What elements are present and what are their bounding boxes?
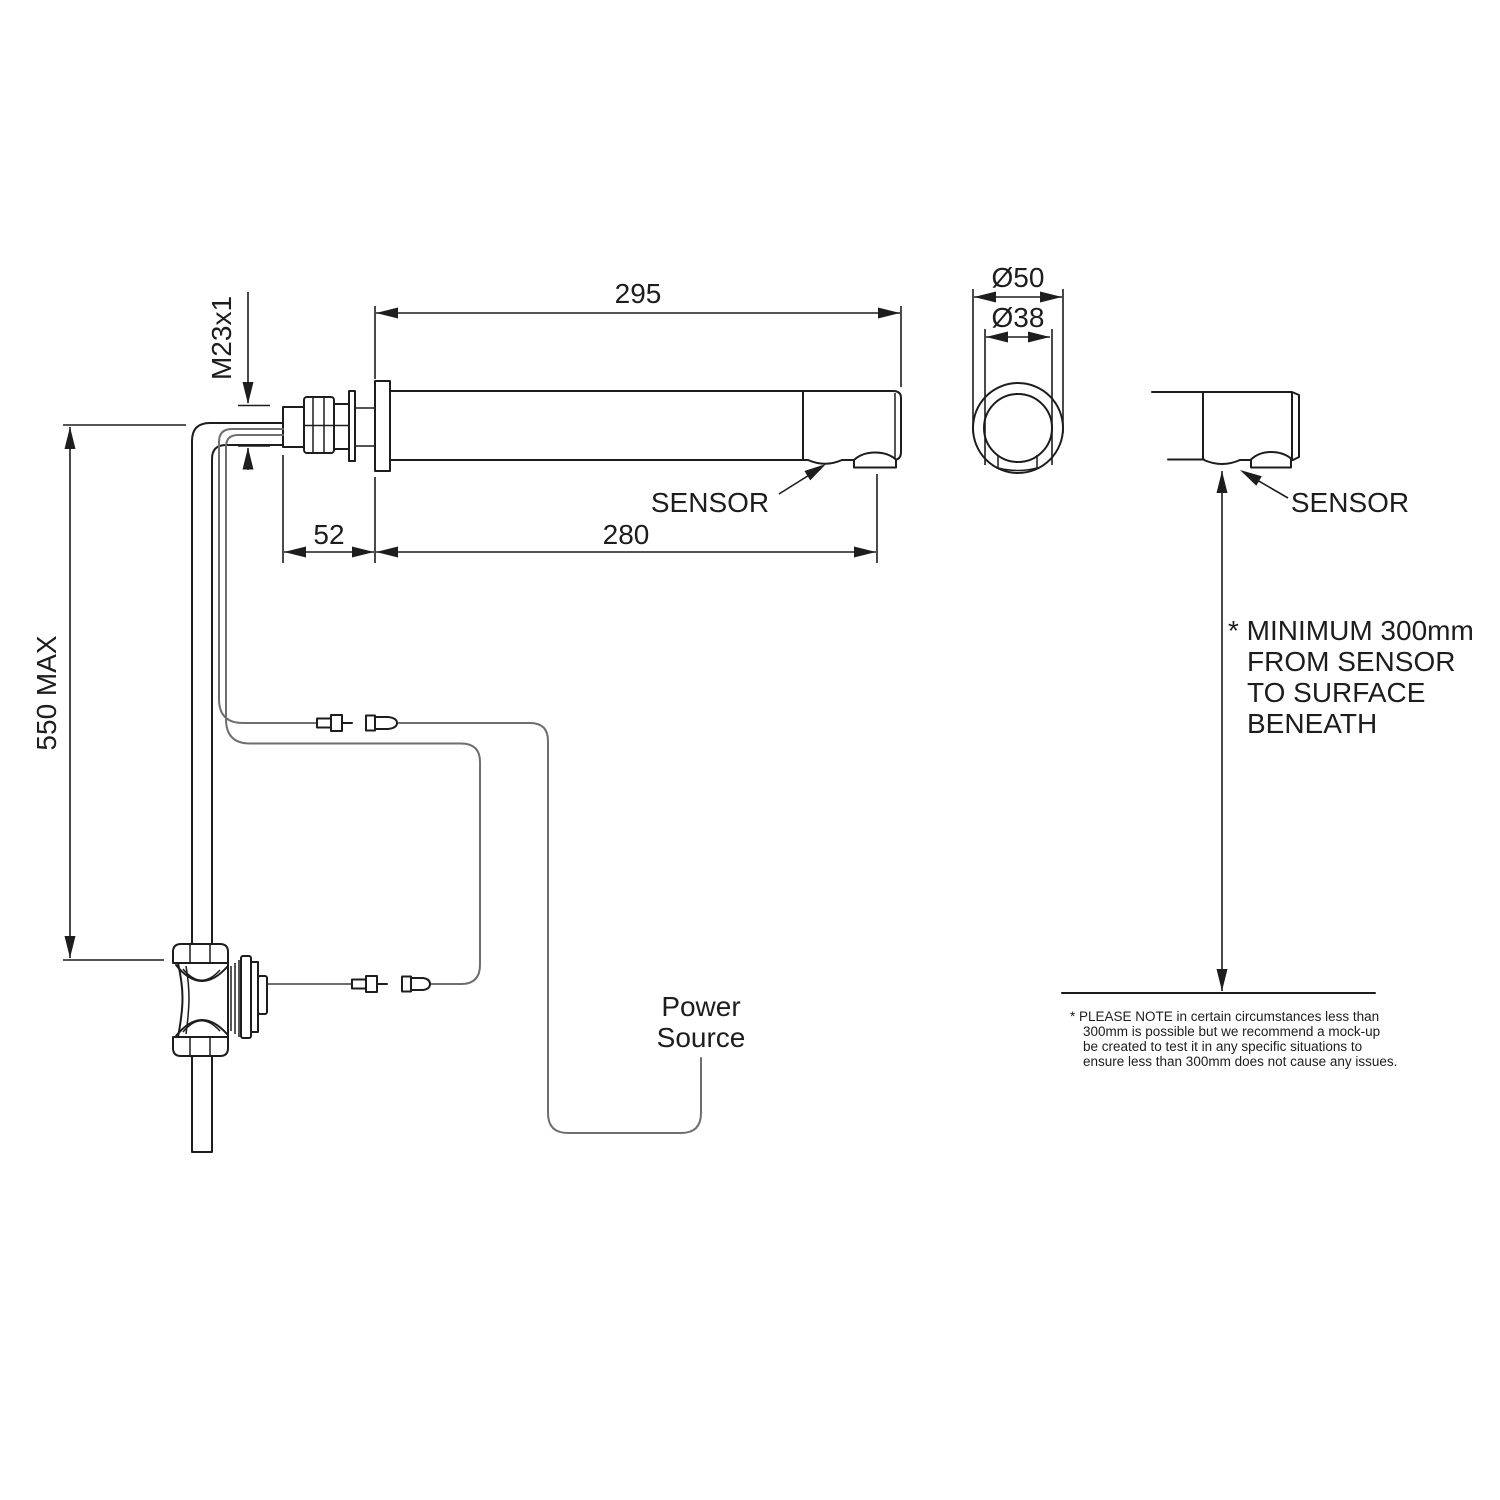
valve-top-nut [172,943,229,964]
threaded-barrel [282,406,306,448]
dim-550-arrow-top [64,427,76,449]
dim-d38-arrow-left [986,331,1008,343]
end-view [972,382,1064,474]
dim-d50-value: Ø50 [992,262,1045,293]
power-source-line-1: Power [661,991,740,1022]
dim-m23-value: M23x1 [206,296,237,380]
valve-bottom-nut-facets [189,1037,211,1055]
dim-295-value: 295 [615,278,662,309]
dim-m23-arrow-down [242,382,254,404]
outlet-tab [997,455,1038,472]
female-plug-face [365,714,376,732]
dim-d50-extensions [972,289,1064,433]
footnote-line-4: ensure less than 300mm does not cause an… [1083,1054,1397,1069]
detail-body-top-right [1151,391,1300,461]
dim-295-extensions [374,306,902,387]
dim-550-value: 550 MAX [31,635,62,750]
spout-outlet [853,451,897,469]
pipe-below-valve [191,1056,213,1153]
valve-body-bottom-arc-inner [182,1020,221,1033]
footnote: * PLEASE NOTE in certain circumstances l… [1070,1009,1397,1069]
female-plug-body [374,716,398,730]
dim-d50-arrow-left [974,291,996,303]
power-source-line-2: Source [657,1022,746,1053]
connector-pair-valve [351,975,431,993]
power-cable-upper [218,428,318,724]
pipe-outer-line [191,422,284,944]
rear-fitting [282,390,375,462]
dim-m23-lines [238,292,270,470]
power-cable-to-power-source [396,722,702,1134]
cables [218,428,702,1134]
clearance-note: * MINIMUM 300mm FROM SENSOR TO SURFACE B… [1228,615,1474,739]
dim-300-arrow-top [1216,471,1228,493]
valve-cable-from-tap [225,434,481,985]
tip-detail-view [1151,391,1300,469]
escutcheon-disc [348,390,356,462]
male-plug-collar [351,978,367,990]
dim-280-arrow-right [854,546,876,558]
valve-body-bottom-arc [175,1019,228,1037]
valve-body-top-arc-inner [182,968,221,981]
valve-flange-disc [240,955,252,1039]
dim-295-arrow-right [878,307,900,319]
dim-d50-arrow-right [1040,291,1062,303]
dim-d38-arrow-right [1028,331,1050,343]
female-plug-face [401,975,412,993]
footnote-line-1: * PLEASE NOTE in certain circumstances l… [1070,1009,1379,1024]
clearance-note-line-3: TO SURFACE [1247,677,1425,708]
clearance-note-line-1: * MINIMUM 300mm [1228,615,1474,646]
dim-52-arrow-right [352,546,374,558]
detail-sensor-window [1203,459,1241,465]
dimensions: 295 52 280 M23x1 550 MAX Ø50 Ø [31,262,1376,994]
wall-flange [374,380,391,472]
power-source-label: Power Source [657,991,746,1053]
clearance-note-line-4: BENEATH [1247,708,1377,739]
dim-m23-arrow-up [242,447,254,470]
dim-d38-extensions [984,329,1053,465]
female-plug-body [410,977,431,991]
sensor-leader-detail-arrow [1240,470,1262,486]
male-plug-body [365,975,378,993]
dim-52-extensions [282,455,376,563]
footnote-line-2: 300mm is possible but we recommend a moc… [1083,1024,1380,1039]
valve-body-top-arc [175,964,228,982]
dim-550-lines [63,424,186,961]
side-view-spout [374,380,902,472]
lock-collar [333,403,351,450]
barrel-pass-through [355,407,375,447]
clearance-note-line-2: FROM SENSOR [1247,646,1455,677]
valve-top-nut-facets [189,945,211,963]
valve-flange-disc-2 [250,961,259,1033]
outer-diameter-circle [972,382,1064,474]
valve-coil-cap [257,975,268,1015]
valve-bottom-nut [172,1036,229,1057]
solenoid-valve [172,943,268,1057]
dim-52-arrow-left [284,546,306,558]
male-plug-collar [316,717,332,729]
pipe-inner-line [211,444,284,944]
dim-280-arrow-left [376,546,398,558]
male-plug-body [330,714,343,732]
sensor-label-detail: SENSOR [1291,487,1409,518]
detail-outlet [1250,451,1292,469]
dim-300-arrow-bottom [1216,969,1228,991]
sensor-label-side: SENSOR [651,487,769,518]
connector-pair-upper [316,714,398,732]
dim-295-arrow-left [376,307,398,319]
sensor-leader-side-arrow [804,464,826,481]
footnote-line-3: be created to test it in any specific si… [1083,1039,1362,1054]
dim-280-value: 280 [603,519,650,550]
dim-d38-value: Ø38 [992,302,1045,333]
labels: SENSOR SENSOR * MINIMUM 300mm FROM SENSO… [651,464,1474,1069]
valve-body-left [177,962,184,1038]
inner-diameter-circle [983,393,1053,463]
spout-body [389,390,902,465]
valve-outlet-ribs [230,960,240,1037]
dim-52-value: 52 [313,519,344,550]
dim-550-arrow-bottom [64,936,76,958]
